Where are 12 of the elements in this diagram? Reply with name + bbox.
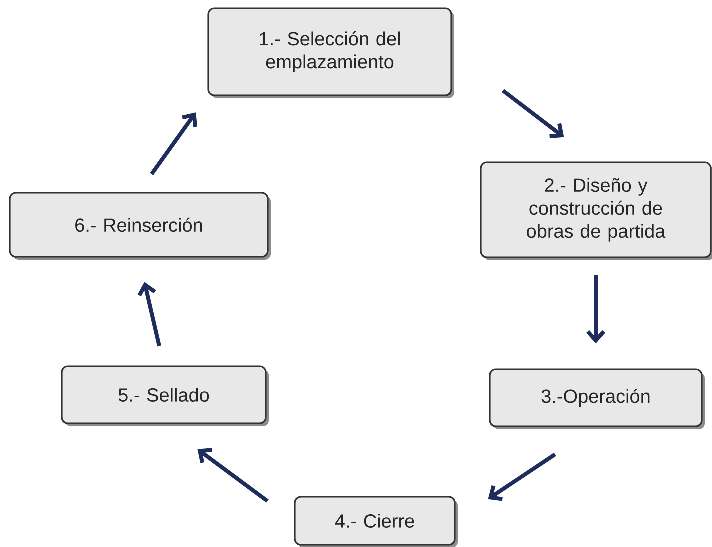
process-box: 6.- Reinserción: [9, 192, 271, 260]
process-box: 4.- Cierre: [294, 496, 458, 547]
arrow: [138, 282, 162, 347]
arrow: [488, 452, 556, 502]
process-box: 5.- Sellado: [61, 366, 269, 426]
process-box: 2.- Diseño y construcción de obras de partida: [480, 162, 712, 260]
arrow: [502, 89, 564, 138]
arrow: [150, 112, 198, 176]
arrow: [586, 275, 606, 344]
process-box: 1.- Selección del emplazamiento: [208, 8, 454, 98]
process-box: 3.-Operación: [489, 368, 705, 430]
arrow: [198, 448, 269, 503]
